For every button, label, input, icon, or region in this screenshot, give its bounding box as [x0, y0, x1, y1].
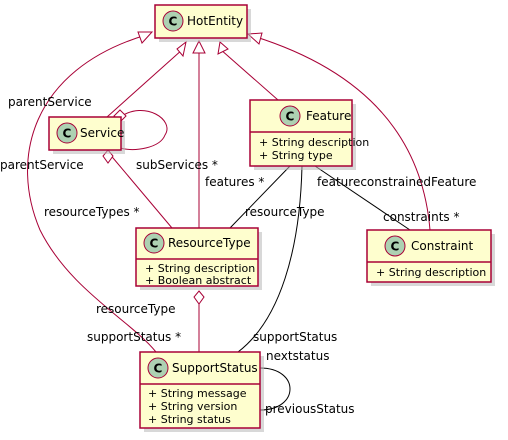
class-badge-icon — [384, 235, 406, 257]
attribute: + Boolean abstract — [145, 274, 252, 287]
label-features: features * — [205, 175, 264, 189]
label-parent-service-left: parentService — [0, 158, 84, 172]
attribute: + String description — [145, 262, 255, 275]
class-hotentity[interactable]: C HotEntity — [154, 4, 251, 42]
label-support-status-left: supportStatus * — [87, 330, 181, 344]
class-badge-letter: C — [150, 237, 159, 251]
feature-resourcetype-link — [229, 165, 291, 229]
class-badge-icon — [147, 357, 169, 379]
constraint-hotentity-link — [252, 35, 431, 231]
service-inheritance-arrow — [176, 40, 187, 58]
constraint-inheritance-arrow — [246, 32, 263, 45]
feature-constraint-link — [314, 165, 411, 231]
label-sub-services: subServices * — [136, 158, 218, 172]
class-name-hotentity: HotEntity — [187, 14, 243, 28]
role-labels: parentService parentService subServices … — [0, 95, 476, 416]
class-name-supportstatus: SupportStatus — [172, 361, 258, 375]
class-supportstatus[interactable]: C SupportStatus + String message + Strin… — [139, 351, 264, 432]
attribute: + String message — [148, 387, 247, 400]
service-hotentity-link — [106, 48, 184, 118]
feature-supportstatus-link — [237, 165, 303, 353]
label-constraints: constraints * — [383, 210, 460, 224]
attribute: + String description — [259, 136, 369, 149]
feature-hotentity-link — [219, 48, 279, 101]
class-service[interactable]: C Service — [48, 116, 125, 154]
class-name-constraint: Constraint — [411, 239, 474, 253]
label-resource-types: resourceTypes * — [44, 205, 140, 219]
class-badge-letter: C — [169, 15, 178, 29]
class-constraint[interactable]: C Constraint + String description — [366, 229, 495, 286]
label-resource-type-feature: resourceType — [245, 205, 324, 219]
class-badge-icon — [279, 105, 301, 127]
service-resourcetype-link — [107, 151, 173, 229]
inheritance-arrowheads — [137, 31, 263, 58]
class-badge-letter: C — [154, 362, 163, 376]
attribute: + String description — [376, 266, 486, 279]
label-support-status-right: supportStatus — [253, 330, 337, 344]
attribute: + String version — [148, 400, 237, 413]
resourcetype-inheritance-arrow — [192, 39, 206, 54]
attribute: + String type — [259, 149, 333, 162]
class-feature[interactable]: C Feature + String description + String … — [249, 99, 369, 170]
class-name-service: Service — [80, 126, 124, 140]
supportstatus-hotentity-link — [27, 34, 157, 353]
resourcetype-supportstatus-diamond — [193, 290, 205, 305]
label-previous-status: previousStatus — [265, 402, 355, 416]
label-feature-constrained-feature: featureconstrainedFeature — [317, 175, 476, 189]
feature-inheritance-arrow — [217, 41, 229, 55]
class-badge-icon — [56, 122, 78, 144]
supportstatus-inheritance-arrow — [137, 31, 154, 44]
class-resourcetype[interactable]: C ResourceType + String description + Bo… — [135, 227, 262, 290]
label-resource-type-status: resourceType — [96, 302, 175, 316]
class-badge-letter: C — [391, 240, 400, 254]
class-name-feature: Feature — [306, 109, 351, 123]
class-badge-icon — [143, 232, 165, 254]
class-badge-icon — [162, 10, 184, 32]
label-next-status: nextstatus — [266, 349, 329, 363]
relationships — [27, 34, 431, 411]
supportstatus-self-loop — [259, 367, 291, 411]
class-badge-letter: C — [286, 110, 295, 124]
attribute: + String status — [148, 413, 231, 426]
class-badge-letter: C — [63, 127, 72, 141]
class-name-resourcetype: ResourceType — [168, 236, 251, 250]
service-self-loop — [119, 110, 168, 150]
label-parent-service-top: parentService — [8, 95, 92, 109]
